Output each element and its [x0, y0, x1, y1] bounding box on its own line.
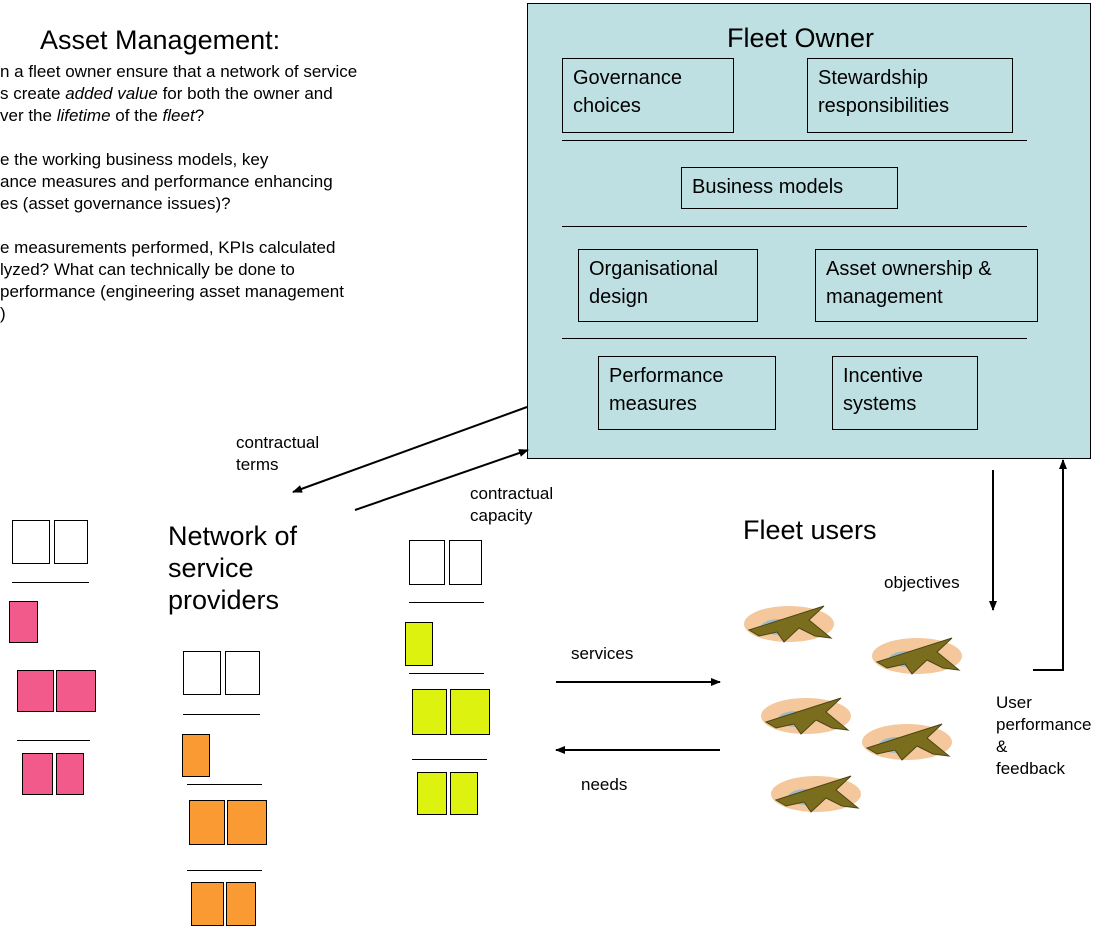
divider — [187, 870, 262, 871]
divider — [562, 140, 1027, 141]
asset-ownership-box: Asset ownership &management — [815, 249, 1038, 322]
provider-box — [227, 800, 267, 845]
divider — [12, 582, 89, 583]
intro-line: ance measures and performance enhancing — [0, 172, 333, 191]
feedback-arrow — [1033, 459, 1067, 671]
aircraft-icon — [872, 637, 962, 675]
provider-box — [54, 520, 88, 564]
contractual-terms-arrow — [292, 406, 528, 493]
provider-box — [189, 800, 225, 845]
intro-line: ) — [0, 304, 6, 323]
divider — [562, 338, 1027, 339]
divider — [17, 740, 90, 741]
aircraft-icon — [761, 697, 851, 735]
provider-box — [417, 772, 447, 815]
intro-line: s create added value for both the owner … — [0, 84, 333, 103]
divider — [412, 759, 487, 760]
intro-line: es (asset governance issues)? — [0, 194, 231, 213]
aircraft-icon — [862, 723, 952, 761]
divider — [562, 226, 1027, 227]
fleet-owner-title: Fleet Owner — [727, 23, 875, 53]
divider — [187, 784, 262, 785]
divider — [409, 602, 484, 603]
aircraft-icon — [744, 605, 834, 643]
divider — [409, 673, 484, 674]
provider-box — [226, 882, 256, 926]
aircraft-icon — [771, 775, 861, 813]
provider-box — [56, 753, 84, 795]
provider-box — [412, 689, 447, 735]
provider-box — [183, 651, 221, 695]
services-label: services — [571, 644, 634, 663]
provider-box — [56, 670, 96, 712]
objectives-label: objectives — [884, 573, 960, 592]
provider-box — [450, 689, 490, 735]
business-models-box: Business models — [681, 167, 898, 209]
provider-box — [225, 651, 260, 695]
provider-box — [22, 753, 53, 795]
intro-line: ver the lifetime of the fleet? — [0, 106, 205, 125]
provider-box — [9, 601, 38, 643]
intro-text: n a fleet owner ensure that a network of… — [0, 61, 357, 325]
fleet-users-label: Fleet users — [743, 515, 877, 545]
intro-line: performance (engineering asset managemen… — [0, 282, 344, 301]
contractual-capacity-arrow — [354, 449, 529, 511]
provider-box — [191, 882, 224, 926]
needs-label: needs — [581, 775, 628, 794]
provider-box — [450, 772, 478, 815]
provider-box — [405, 622, 433, 666]
provider-box — [409, 540, 445, 585]
provider-box — [182, 734, 210, 777]
provider-box — [449, 540, 482, 585]
provider-box — [17, 670, 54, 712]
intro-line: e measurements performed, KPIs calculate… — [0, 238, 336, 257]
intro-line: n a fleet owner ensure that a network of… — [0, 62, 358, 81]
intro-line: e the working business models, key — [0, 150, 269, 169]
divider — [183, 714, 260, 715]
intro-line: lyzed? What can technically be done to — [0, 260, 295, 279]
intro-title: Asset Management: — [40, 25, 281, 55]
provider-box — [12, 520, 50, 564]
